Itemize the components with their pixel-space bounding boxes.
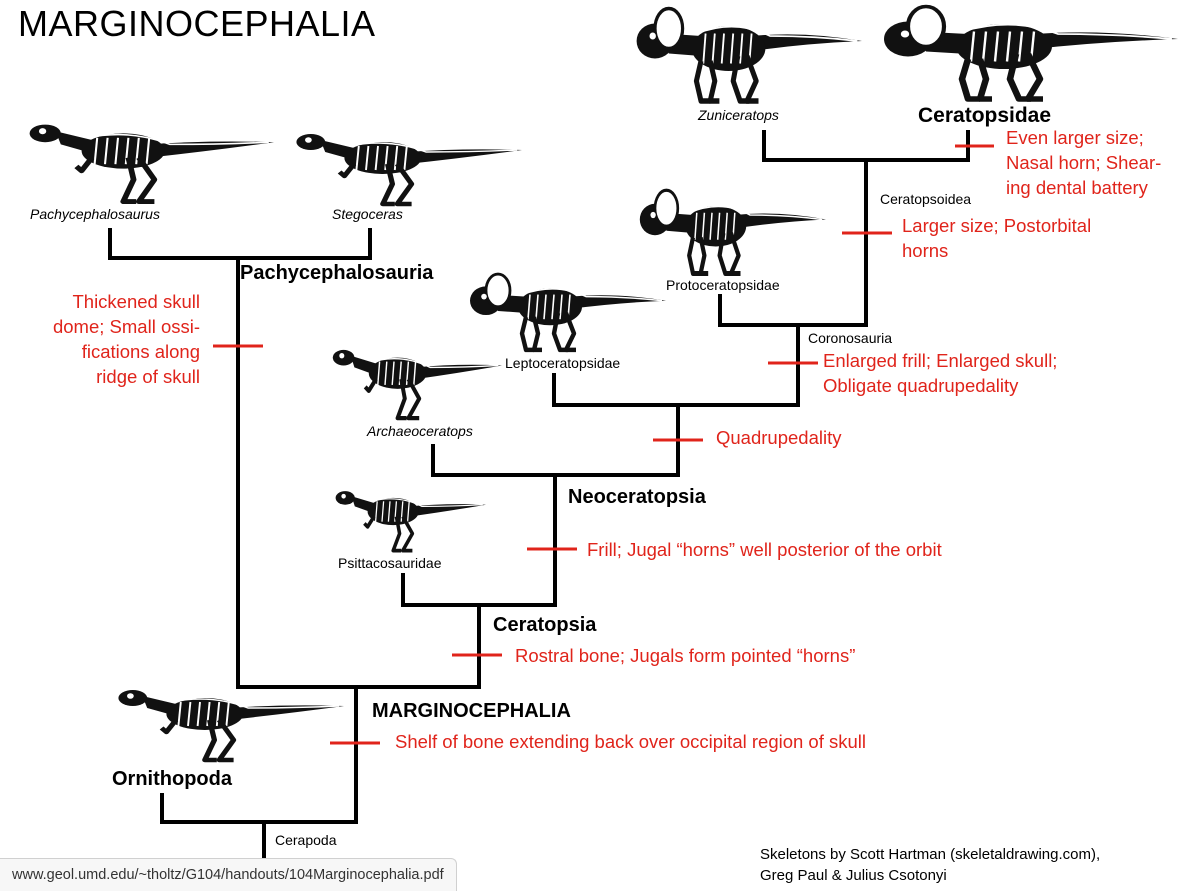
chars-line: Thickened skull <box>20 289 200 314</box>
stegoceras-skeleton <box>296 134 522 204</box>
label-protoceratopsidae: Protoceratopsidae <box>666 277 780 293</box>
chars-line: Larger size; Postorbital <box>902 213 1091 238</box>
chars-line: ing dental battery <box>1006 175 1161 200</box>
chars-line: horns <box>902 238 1091 263</box>
chars-ceratopsoidea: Larger size; Postorbital horns <box>902 213 1091 263</box>
label-psittacosauridae: Psittacosauridae <box>338 555 442 571</box>
chars-neoceratopsia: Frill; Jugal “horns” well posterior of t… <box>587 537 942 562</box>
chars-line: dome; Small ossi- <box>20 314 200 339</box>
status-url-bar: www.geol.umd.edu/~tholtz/G104/handouts/1… <box>0 858 457 891</box>
label-marginocephalia: MARGINOCEPHALIA <box>372 700 571 723</box>
chars-line: fications along <box>20 339 200 364</box>
credit-line: Greg Paul & Julius Csotonyi <box>760 865 1100 886</box>
label-neoceratopsia: Neoceratopsia <box>568 486 706 509</box>
label-coronosauria: Coronosauria <box>808 330 892 346</box>
credit-line: Skeletons by Scott Hartman (skeletaldraw… <box>760 844 1100 865</box>
chars-line: Even larger size; <box>1006 125 1161 150</box>
chars-line: Enlarged frill; Enlarged skull; <box>823 348 1057 373</box>
label-pachycephalosaurus: Pachycephalosaurus <box>30 206 160 222</box>
label-leptoceratopsidae: Leptoceratopsidae <box>505 355 620 371</box>
label-zuniceratops: Zuniceratops <box>698 107 779 123</box>
chars-line: Obligate quadrupedality <box>823 373 1057 398</box>
chars-line: Nasal horn; Shear- <box>1006 150 1161 175</box>
chars-ceratopsidae: Even larger size; Nasal horn; Shear- ing… <box>1006 125 1161 200</box>
archaeoceratops-skeleton <box>333 350 502 418</box>
zuniceratops-skeleton <box>637 9 862 102</box>
label-ornithopoda: Ornithopoda <box>112 768 232 791</box>
label-archaeoceratops: Archaeoceratops <box>367 423 473 439</box>
label-ceratopsia: Ceratopsia <box>493 614 596 637</box>
ceratopsidae-skeleton <box>884 7 1178 100</box>
skeleton-credit: Skeletons by Scott Hartman (skeletaldraw… <box>760 844 1100 886</box>
pachycephalosaurus-skeleton <box>30 125 274 202</box>
chars-marginocephalia: Shelf of bone extending back over occipi… <box>395 729 866 754</box>
label-cerapoda: Cerapoda <box>275 832 337 848</box>
chars-line: ridge of skull <box>20 364 200 389</box>
ornithopoda-skeleton <box>118 690 344 760</box>
chars-quadrupedality: Quadrupedality <box>716 425 841 450</box>
label-pachycephalosauria: Pachycephalosauria <box>240 262 433 285</box>
label-ceratopsoidea: Ceratopsoidea <box>880 191 971 207</box>
chars-coronosauria: Enlarged frill; Enlarged skull; Obligate… <box>823 348 1057 398</box>
protoceratopsidae-skeleton <box>640 190 826 273</box>
leptoceratopsidae-skeleton <box>470 274 666 350</box>
label-stegoceras: Stegoceras <box>332 206 403 222</box>
psittacosauridae-skeleton <box>336 491 486 550</box>
page-title: MARGINOCEPHALIA <box>18 3 376 45</box>
chars-pachycephalosauria: Thickened skull dome; Small ossi- ficati… <box>20 289 200 389</box>
chars-ceratopsia: Rostral bone; Jugals form pointed “horns… <box>515 643 855 668</box>
